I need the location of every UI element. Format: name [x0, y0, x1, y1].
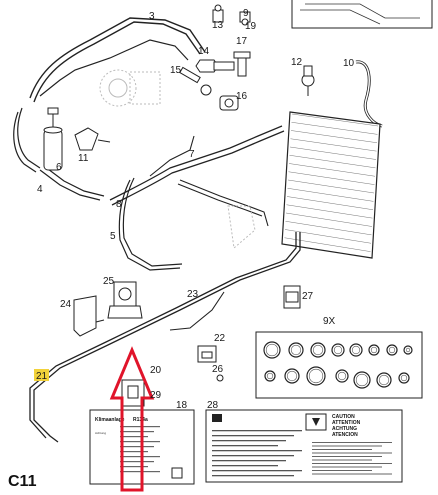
part-labels: 3 4 5 6 7 8 9 10 11 12 13 14 15 16 17 18… [34, 8, 355, 411]
label-28: 28 [207, 400, 219, 411]
caution-line-2: ATTENTION [332, 420, 361, 426]
bolt-17 [233, 51, 251, 77]
label-4: 4 [37, 184, 43, 195]
label-21: 21 [36, 371, 48, 382]
bolt-15 [179, 66, 212, 96]
label-23: 23 [187, 289, 199, 300]
caution-line-1: CAUTION [332, 414, 355, 420]
label-11: 11 [78, 153, 89, 164]
card-code: R134a [133, 417, 148, 423]
label-8: 8 [116, 199, 122, 210]
bracket-24 [73, 295, 105, 337]
card-title: Klimaanlage [95, 417, 125, 423]
label-17: 17 [236, 36, 248, 47]
label-10: 10 [343, 58, 355, 69]
bolt-14 [195, 59, 235, 73]
label-18: 18 [176, 400, 188, 411]
label-25: 25 [103, 276, 115, 287]
label-22: 22 [214, 333, 226, 344]
clamp-27 [283, 285, 301, 309]
label-26: 26 [212, 364, 224, 375]
compressor-ghost [99, 69, 161, 107]
section-code: C11 [8, 473, 37, 490]
line-21 [29, 232, 301, 443]
caution-line-4: ATENCION [332, 432, 358, 438]
valve-11 [74, 127, 111, 151]
ac-lines-middle [109, 125, 285, 271]
seal-kit-box [255, 331, 423, 399]
caution-line-3: ACHTUNG [332, 426, 357, 432]
ac-lines-upper [13, 17, 206, 201]
clamp-22 [197, 345, 217, 363]
label-29: 29 [150, 390, 162, 401]
label-15: 15 [170, 65, 182, 76]
label-16: 16 [236, 91, 248, 102]
valve-25 [107, 281, 143, 319]
label-9: 9 [243, 8, 249, 19]
receiver-drier [43, 107, 63, 171]
card-achtung: Achtung [95, 431, 106, 435]
label-24: 24 [60, 299, 72, 310]
sensor-12 [301, 65, 315, 96]
label-27: 27 [302, 291, 314, 302]
caution-heading-right: CAUTION ATTENTION ACHTUNG ATENCION [332, 414, 361, 438]
label-20: 20 [150, 365, 162, 376]
fittings-top [212, 4, 251, 26]
label-9x: 9X [323, 316, 336, 327]
inset-frame-top [291, 0, 433, 29]
label-21-highlight [34, 369, 49, 381]
label-14: 14 [198, 46, 210, 57]
sensor-29 [121, 379, 145, 407]
ghost-bracket [227, 205, 256, 249]
label-19: 19 [245, 21, 257, 32]
label-5: 5 [110, 231, 116, 242]
part-26 [216, 374, 224, 382]
caution-label-28: CAUTION ATTENTION ACHTUNG ATENCION [205, 409, 403, 483]
label-3: 3 [149, 11, 155, 22]
label-13: 13 [212, 20, 224, 31]
label-12: 12 [291, 57, 303, 68]
label-6: 6 [56, 162, 62, 173]
label-7: 7 [189, 149, 195, 160]
red-arrow [109, 346, 155, 492]
condenser [281, 111, 381, 259]
hose-10 [355, 60, 383, 128]
clamp-16 [219, 95, 239, 111]
